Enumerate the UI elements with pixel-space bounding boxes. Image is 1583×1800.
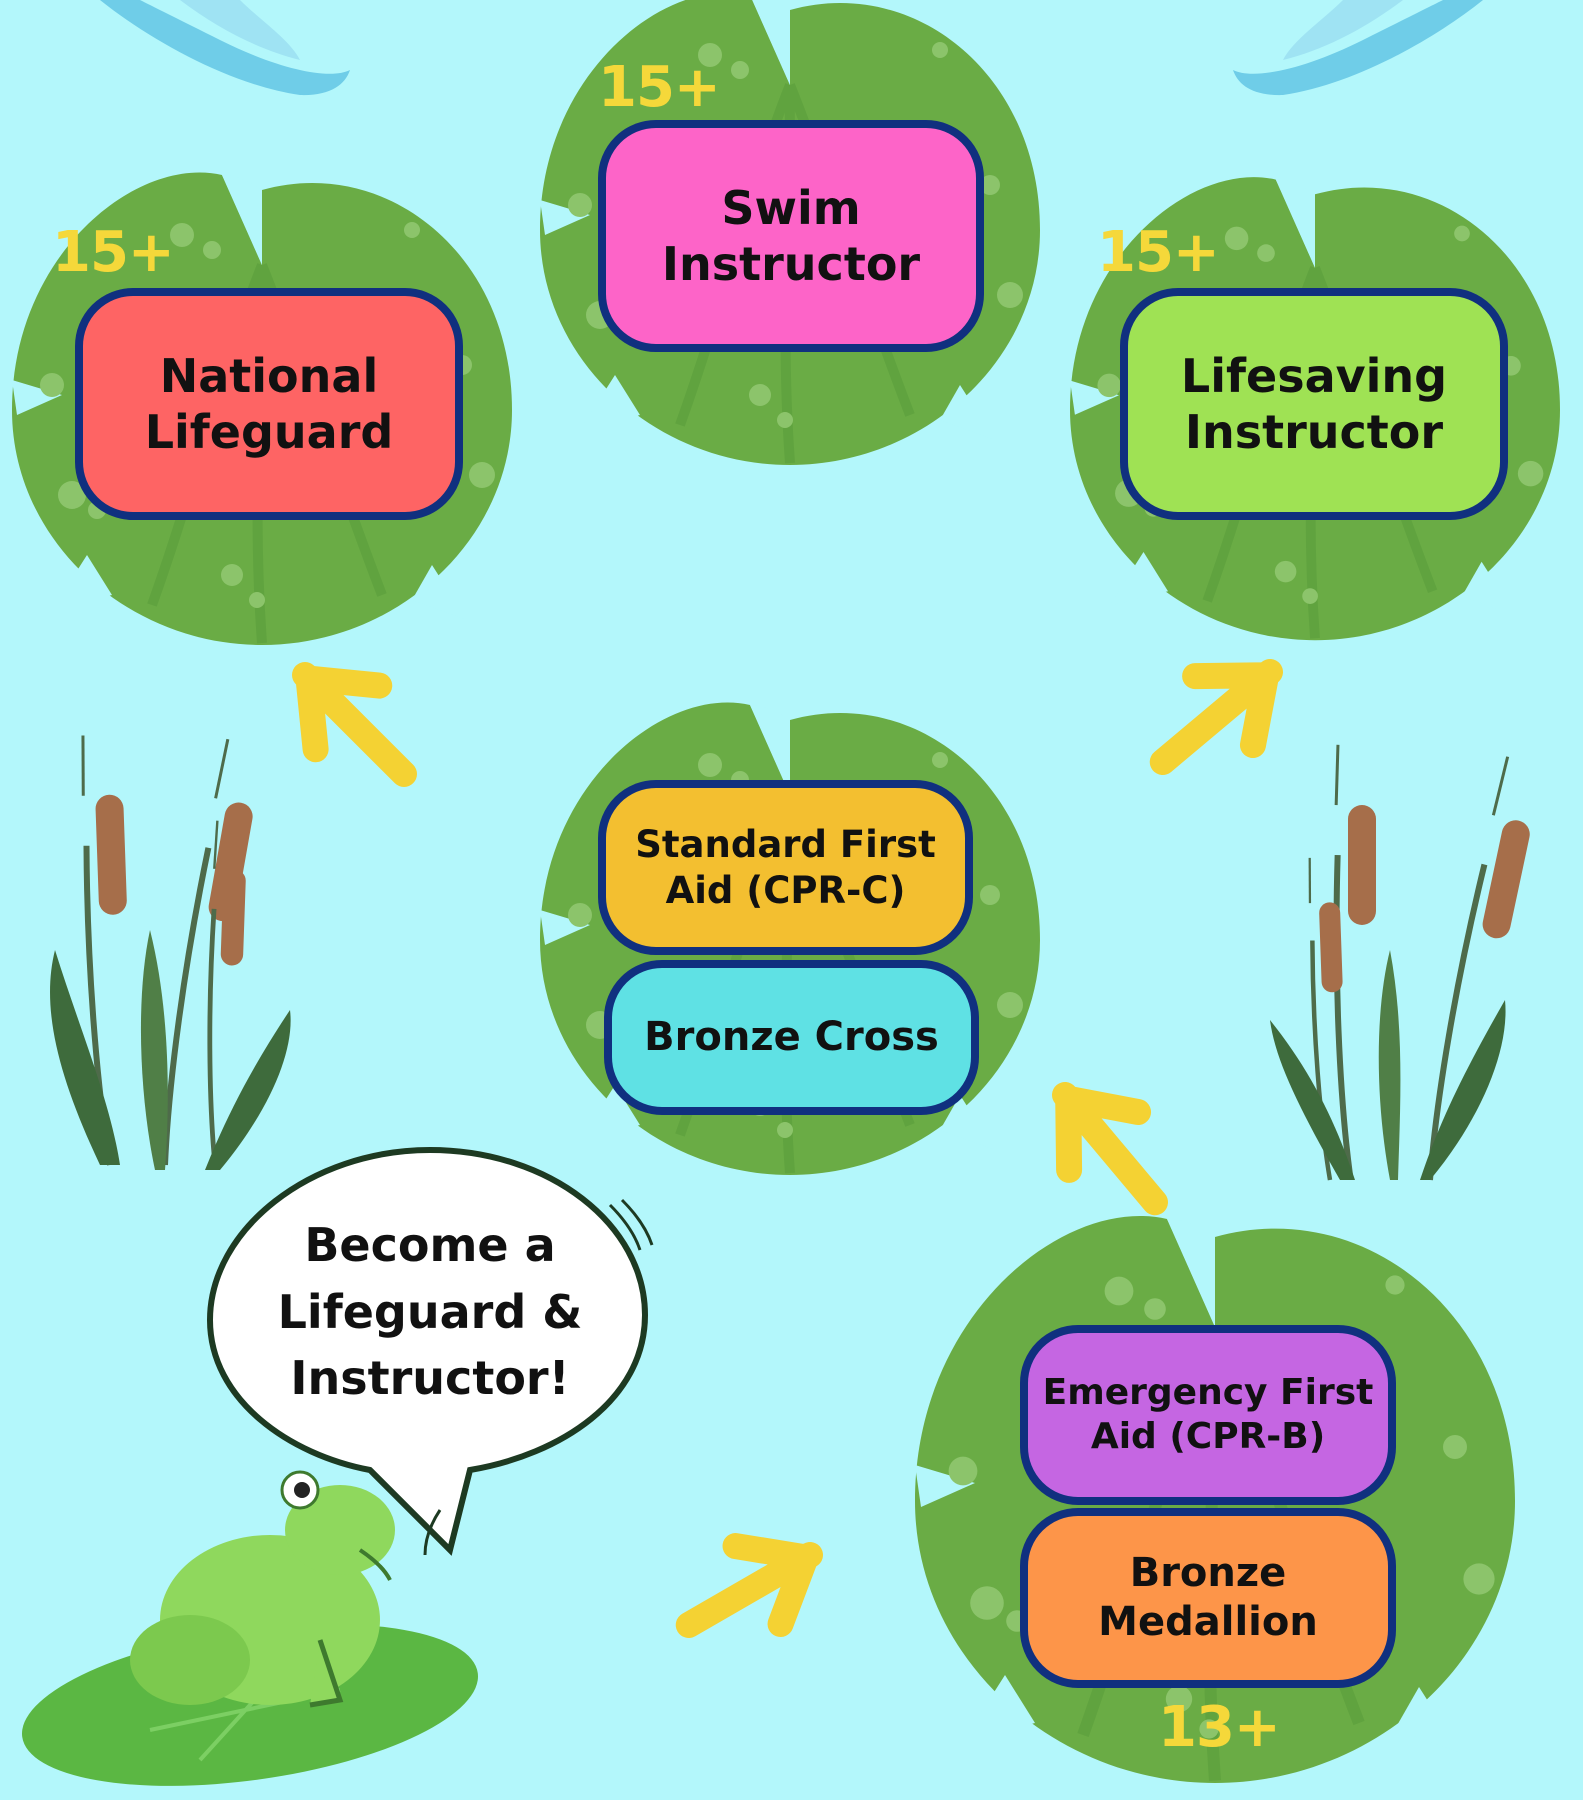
standard-first-aid-line2: Aid (CPR-C) <box>665 868 906 912</box>
swim-instructor-line1: Swim <box>721 180 861 235</box>
age-badge-national-lifeguard: 15+ <box>52 220 175 285</box>
age-badge-bronze-medallion: 13+ <box>1158 1695 1281 1760</box>
arrow-icon <box>666 1516 832 1664</box>
national-lifeguard-box: National Lifeguard <box>75 288 463 520</box>
arrow-icon <box>1031 1066 1190 1231</box>
national-lifeguard-line2: Lifeguard <box>144 405 394 459</box>
emergency-first-aid-line1: Emergency First <box>1042 1372 1374 1414</box>
bronze-cross-box: Bronze Cross <box>604 960 979 1115</box>
speech-bubble-text: Become a Lifeguard & Instructor! <box>230 1212 630 1412</box>
swim-instructor-line2: Instructor <box>661 237 921 291</box>
lifesaving-instructor-line1: Lifesaving <box>1180 348 1448 403</box>
age-badge-swim-instructor: 15+ <box>598 55 721 120</box>
standard-first-aid-box: Standard First Aid (CPR-C) <box>598 780 973 955</box>
emergency-first-aid-box: Emergency First Aid (CPR-B) <box>1020 1325 1396 1505</box>
standard-first-aid-line1: Standard First <box>635 823 936 867</box>
speech-bubble-line2: Lifeguard & <box>277 1284 583 1339</box>
lifesaving-instructor-line2: Instructor <box>1184 405 1444 459</box>
bronze-medallion-line1: Bronze <box>1129 1550 1287 1597</box>
frog-icon <box>21 1470 479 1786</box>
speech-bubble-line1: Become a <box>304 1218 556 1272</box>
speech-bubble-line3: Instructor! <box>290 1351 570 1406</box>
bronze-cross-label: Bronze Cross <box>644 1014 939 1061</box>
speech-bubble-icon <box>206 1146 654 1556</box>
water-splash-icon <box>100 0 1483 96</box>
national-lifeguard-line1: National <box>159 348 379 403</box>
bronze-medallion-box: Bronze Medallion <box>1020 1508 1396 1688</box>
swim-instructor-box: Swim Instructor <box>598 120 984 352</box>
emergency-first-aid-line2: Aid (CPR-B) <box>1090 1416 1326 1457</box>
cattail-icon <box>50 732 291 1170</box>
bronze-medallion-line2: Medallion <box>1098 1599 1318 1645</box>
lifesaving-instructor-box: Lifesaving Instructor <box>1120 288 1508 520</box>
arrow-icon <box>1134 638 1299 797</box>
arrow-icon <box>273 643 436 806</box>
age-badge-lifesaving-instructor: 15+ <box>1097 220 1220 285</box>
cattail-icon <box>1270 742 1541 1187</box>
